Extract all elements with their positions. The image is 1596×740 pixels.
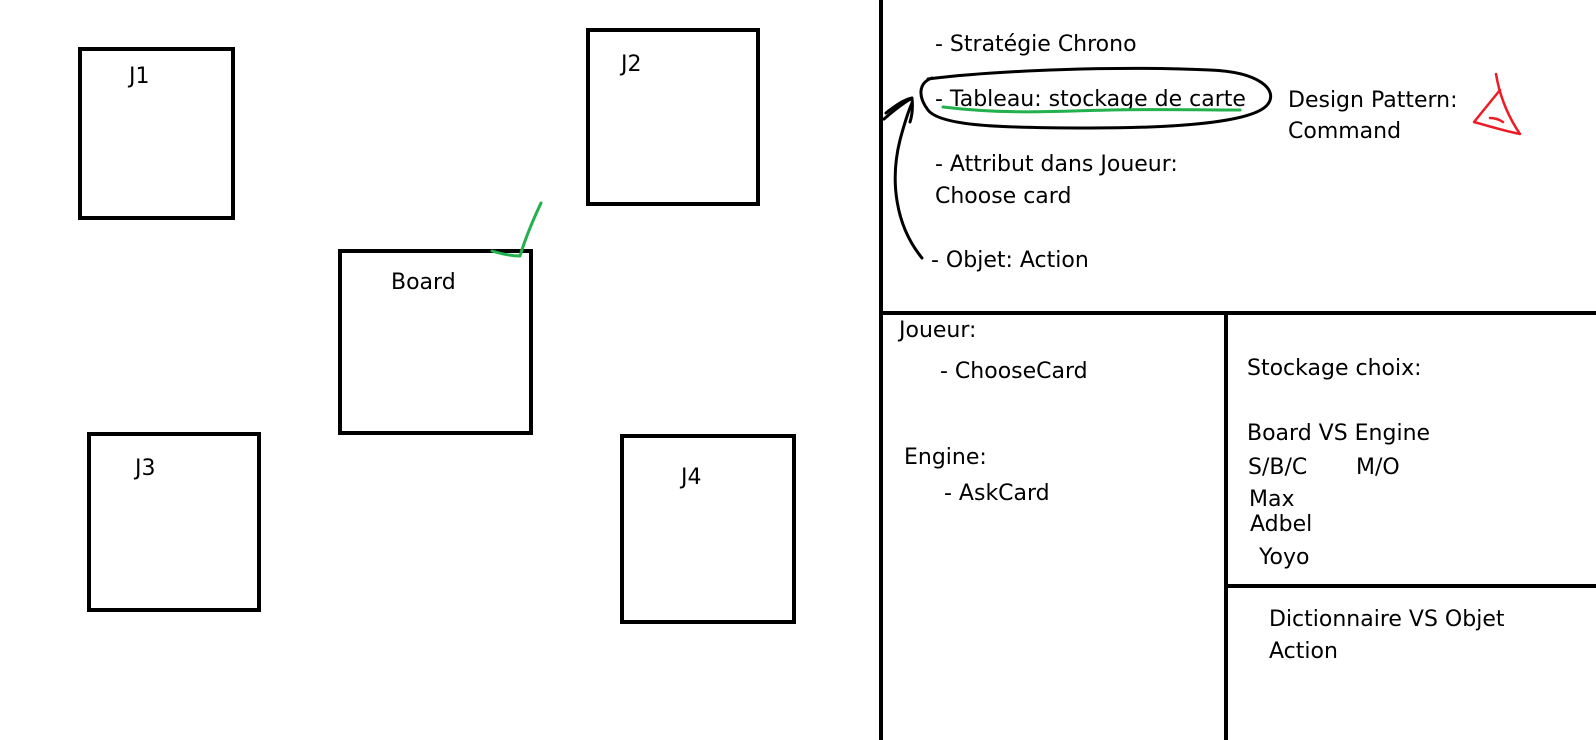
mo-text: M/O bbox=[1356, 455, 1400, 480]
j3-box bbox=[87, 432, 261, 612]
engine-ask-card: - AskCard bbox=[944, 481, 1050, 506]
j2-box bbox=[586, 28, 760, 206]
j3-label: J3 bbox=[135, 456, 156, 481]
dictionnaire-action: Action bbox=[1269, 639, 1338, 664]
triangle-warning-icon bbox=[1472, 72, 1522, 136]
stockage-choix: Stockage choix: bbox=[1247, 356, 1422, 381]
j1-box bbox=[78, 47, 235, 220]
max-text: Max bbox=[1249, 487, 1295, 512]
board-box bbox=[338, 249, 533, 435]
design-pattern-command: Command bbox=[1288, 119, 1402, 144]
board-vs-engine: Board VS Engine bbox=[1247, 421, 1431, 446]
objet-action: - Objet: Action bbox=[931, 248, 1089, 273]
j4-label: J4 bbox=[681, 465, 702, 490]
arrow-head-icon bbox=[882, 96, 914, 124]
choose-card-text: Choose card bbox=[935, 184, 1072, 209]
j4-box bbox=[620, 434, 796, 624]
board-label: Board bbox=[391, 270, 456, 295]
yoyo-text: Yoyo bbox=[1259, 545, 1310, 570]
j2-label: J2 bbox=[621, 52, 642, 77]
design-pattern-title: Design Pattern: bbox=[1288, 88, 1458, 113]
dictionnaire-vs-objet: Dictionnaire VS Objet bbox=[1269, 607, 1505, 632]
j1-label: J1 bbox=[129, 64, 150, 89]
tableau-stockage: - Tableau: stockage de carte bbox=[935, 87, 1246, 112]
joueur-choose-card: - ChooseCard bbox=[940, 359, 1088, 384]
sbc-text: S/B/C bbox=[1248, 455, 1308, 480]
attribut-joueur: - Attribut dans Joueur: bbox=[935, 152, 1178, 177]
joueur-heading: Joueur: bbox=[899, 318, 977, 343]
curved-arrow-icon bbox=[893, 101, 924, 260]
adbel-text: Adbel bbox=[1250, 512, 1313, 537]
engine-heading: Engine: bbox=[904, 445, 987, 470]
strategie-chrono: - Stratégie Chrono bbox=[935, 32, 1137, 57]
